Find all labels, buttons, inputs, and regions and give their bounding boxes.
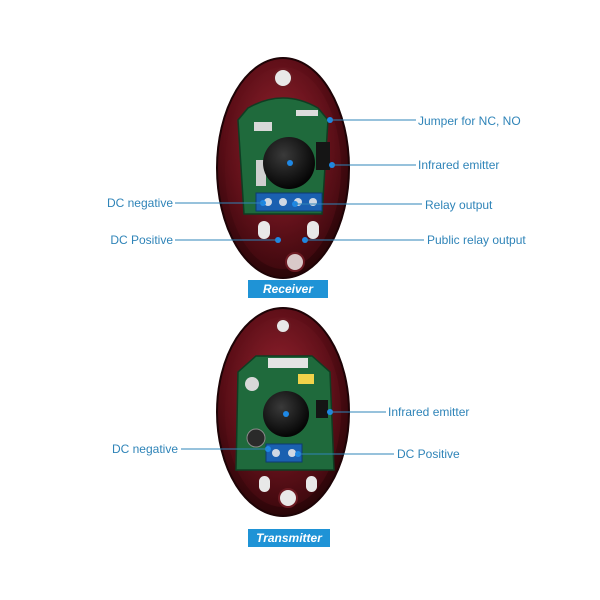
receiver-terminal-screw — [309, 198, 317, 206]
label-relay-output: Relay output — [425, 198, 493, 212]
label-transmitter-dc-negative: DC negative — [111, 442, 178, 456]
receiver-terminal-screw — [279, 198, 287, 206]
transmitter-label-strip — [268, 358, 308, 368]
receiver-mount-hole-bottom — [285, 252, 305, 272]
transmitter-slot-left — [259, 476, 270, 492]
receiver-slot-right — [307, 221, 319, 239]
transmitter-mount-hole-bottom — [278, 488, 298, 508]
receiver-terminal-screw — [264, 198, 272, 206]
label-receiver-dc-negative: DC negative — [106, 196, 173, 210]
transmitter-emitter-dot — [283, 411, 289, 417]
label-transmitter-dc-positive: DC Positive — [397, 447, 460, 461]
receiver-jumper-header — [296, 110, 318, 116]
transmitter-component — [245, 377, 259, 391]
transmitter-terminal-screw — [288, 449, 296, 457]
receiver-terminal-block — [255, 192, 323, 212]
transmitter-capacitor — [246, 428, 266, 448]
transmitter-component — [298, 374, 314, 384]
transmitter-terminal-screw — [272, 449, 280, 457]
receiver-emitter-dot — [287, 160, 293, 166]
transmitter-terminal-block — [265, 443, 303, 463]
receiver-slot-left — [258, 221, 270, 239]
receiver-leader-lines — [175, 119, 424, 241]
transmitter-leader-lines — [181, 411, 394, 455]
receiver-unit — [216, 57, 350, 279]
label-receiver-infrared-emitter: Infrared emitter — [418, 158, 500, 172]
transmitter-mount-hole-top — [275, 318, 291, 334]
receiver-component — [254, 122, 272, 131]
transmitter-title-badge: Transmitter — [248, 529, 330, 547]
transmitter-unit — [216, 307, 350, 517]
transmitter-component — [316, 400, 328, 418]
receiver-mount-hole-top — [273, 68, 293, 88]
receiver-relay — [316, 142, 330, 170]
transmitter-slot-right — [306, 476, 317, 492]
label-jumper-nc-no: Jumper for NC, NO — [418, 114, 521, 128]
receiver-component — [256, 160, 266, 186]
label-receiver-dc-positive: DC Positive — [110, 233, 173, 247]
receiver-title-badge: Receiver — [248, 280, 328, 298]
label-public-relay-output: Public relay output — [427, 233, 526, 247]
label-transmitter-infrared-emitter: Infrared emitter — [388, 405, 470, 419]
